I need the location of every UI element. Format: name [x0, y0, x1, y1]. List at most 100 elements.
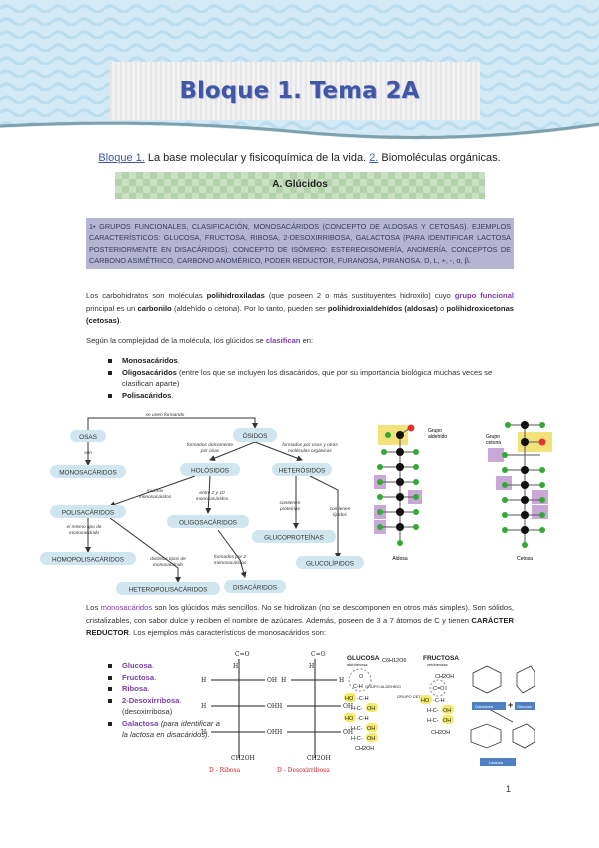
svg-text:cetohexosa: cetohexosa — [427, 662, 448, 667]
svg-text:monosacáridos: monosacáridos — [139, 494, 172, 500]
subtitle-num-link[interactable]: 2. — [369, 152, 379, 164]
svg-text:CH2OH: CH2OH — [307, 755, 331, 762]
svg-text:Aldosa: Aldosa — [392, 556, 408, 562]
svg-text:HETEROPOLISACÁRIDOS: HETEROPOLISACÁRIDOS — [129, 585, 208, 594]
classes-list: Monosacáridos. Oligosacáridos (entre los… — [108, 355, 514, 401]
svg-text:MONOSACÁRIDOS: MONOSACÁRIDOS — [59, 468, 117, 477]
svg-text:OH: OH — [443, 708, 451, 714]
svg-text:por osas: por osas — [200, 448, 220, 454]
svg-text:proteínas: proteínas — [279, 506, 301, 512]
svg-text:OH: OH — [343, 703, 353, 710]
svg-text:GLUCOSA: GLUCOSA — [347, 655, 380, 662]
svg-text:monosacárido: monosacárido — [153, 562, 183, 568]
svg-text:H-C-: H-C- — [351, 736, 363, 742]
svg-text:entre 2 y 10: entre 2 y 10 — [199, 490, 225, 496]
section-ribbon: A. Glúcidos — [115, 172, 485, 199]
svg-text:cetona: cetona — [486, 440, 501, 446]
svg-text:OH: OH — [367, 736, 375, 742]
svg-text:formados por osas y otras: formados por osas y otras — [282, 442, 338, 448]
map-edge-labels: se unen formando son formados únicamente… — [67, 412, 351, 568]
aldose-structure: Grupo aldehído Aldosa — [374, 424, 447, 562]
svg-text:ÓSIDOS: ÓSIDOS — [243, 431, 268, 440]
svg-text:OH: OH — [367, 726, 375, 732]
svg-text:GLUCOPROTEÍNAS: GLUCOPROTEÍNAS — [264, 533, 324, 542]
svg-text:OH: OH — [267, 703, 277, 710]
svg-text:son: son — [84, 451, 92, 456]
node-heteropolisacaridos: HETEROPOLISACÁRIDOS — [116, 582, 220, 595]
list-item: Glucosa. — [108, 660, 220, 672]
ketose-structure: Grupo cetona Cetosa — [486, 421, 552, 562]
svg-text:C6H12O6: C6H12O6 — [382, 658, 406, 664]
svg-text:C=O: C=O — [433, 686, 445, 692]
svg-text:H: H — [201, 703, 206, 710]
page-number: 1 — [506, 784, 512, 794]
node-disacaridos: DISACÁRIDOS — [224, 580, 286, 593]
node-oligosacaridos: OLIGOSACÁRIDOS — [167, 515, 249, 528]
page-subtitle: Bloque 1. La base molecular y fisicoquím… — [98, 152, 501, 164]
svg-text:HOMOPOLISACÁRIDOS: HOMOPOLISACÁRIDOS — [52, 555, 124, 564]
svg-text:GLUCOLÍPIDOS: GLUCOLÍPIDOS — [306, 559, 354, 568]
svg-text:C-H: C-H — [353, 684, 363, 690]
svg-text:Glucosa: Glucosa — [517, 704, 532, 709]
glucose-formula: OC-H GRUPO ALDEHÍDO HO-C-H H-C-OH HO-C-H… — [344, 668, 401, 752]
svg-text:Lactosa: Lactosa — [489, 760, 504, 765]
list-item: Monosacáridos. — [108, 355, 514, 367]
svg-text:Grupo: Grupo — [486, 434, 500, 440]
svg-text:muchos: muchos — [147, 488, 164, 494]
svg-text:formados únicamente: formados únicamente — [187, 442, 233, 448]
svg-text:+: + — [508, 700, 513, 710]
svg-text:monosacáridos: monosacáridos — [196, 496, 229, 502]
node-homopolisacaridos: HOMOPOLISACÁRIDOS — [40, 552, 136, 565]
svg-text:HO: HO — [345, 716, 354, 722]
svg-text:CH2OH: CH2OH — [431, 730, 450, 736]
svg-text:OH: OH — [343, 729, 353, 736]
svg-text:D - Desoxirribosa: D - Desoxirribosa — [277, 767, 330, 774]
svg-text:contienen: contienen — [280, 500, 301, 506]
list-item: Oligosacáridos (entre los que se incluye… — [108, 367, 514, 390]
svg-text:H: H — [277, 703, 282, 710]
classification-diagram: se unen formando son formados únicamente… — [40, 412, 552, 595]
node-monosacaridos: MONOSACÁRIDOS — [50, 465, 126, 478]
subtitle-block-link[interactable]: Bloque 1. — [98, 152, 145, 164]
svg-text:H: H — [281, 677, 286, 684]
svg-text:monosacáridos: monosacáridos — [214, 560, 247, 566]
svg-text:D - Ribosa: D - Ribosa — [209, 767, 241, 774]
list-item: Fructosa. — [108, 672, 220, 684]
fructose-formula: CH2OH C=O GRUPO CETONA HO-C-H H-C-OH H-C… — [397, 674, 454, 736]
svg-text:OSAS: OSAS — [79, 434, 97, 441]
svg-text:formados por 2: formados por 2 — [214, 554, 247, 560]
svg-text:OH: OH — [367, 706, 375, 712]
node-osidos: ÓSIDOS — [233, 428, 277, 442]
page-title: Bloque 1. Tema 2A — [179, 78, 420, 104]
svg-text:-C-H: -C-H — [357, 716, 369, 722]
node-glucolipidos: GLUCOLÍPIDOS — [296, 556, 364, 569]
svg-text:HO: HO — [345, 696, 354, 702]
node-holosidos: HOLÓSIDOS — [180, 463, 240, 476]
svg-text:aldehído: aldehído — [428, 434, 447, 440]
svg-text:H: H — [277, 729, 282, 736]
svg-text:el mismo tipo de: el mismo tipo de — [67, 524, 102, 530]
svg-text:C=O: C=O — [235, 651, 250, 658]
svg-text:moléculas orgánicas: moléculas orgánicas — [288, 448, 332, 454]
svg-text:H: H — [309, 663, 314, 670]
svg-text:Cetosa: Cetosa — [517, 556, 533, 562]
svg-text:contienen: contienen — [330, 506, 351, 512]
section-title: A. Glúcidos — [272, 179, 328, 190]
examples-list: Glucosa. Fructosa. Ribosa. 2-Desoxirribo… — [108, 660, 220, 741]
list-item: Ribosa. — [108, 683, 220, 695]
svg-text:OH: OH — [443, 718, 451, 724]
svg-text:Grupo: Grupo — [428, 428, 442, 434]
svg-text:H: H — [339, 677, 344, 684]
svg-text:-C-H: -C-H — [433, 698, 445, 704]
svg-text:aldohexosa: aldohexosa — [347, 662, 368, 667]
svg-text:CH2OH: CH2OH — [435, 674, 454, 680]
svg-text:C=O: C=O — [311, 651, 326, 658]
lactose-diagram: Galactosa + Glucosa Lactosa — [470, 665, 535, 766]
title-band — [110, 62, 480, 120]
svg-text:distintos tipos de: distintos tipos de — [150, 556, 186, 562]
intro-paragraph: Los carbohidratos son moléculas polihidr… — [86, 291, 515, 325]
svg-text:OLIGOSACÁRIDOS: OLIGOSACÁRIDOS — [179, 518, 237, 527]
svg-text:OH: OH — [267, 677, 277, 684]
classification-paragraph: Según la complejidad de la molécula, los… — [86, 336, 314, 345]
